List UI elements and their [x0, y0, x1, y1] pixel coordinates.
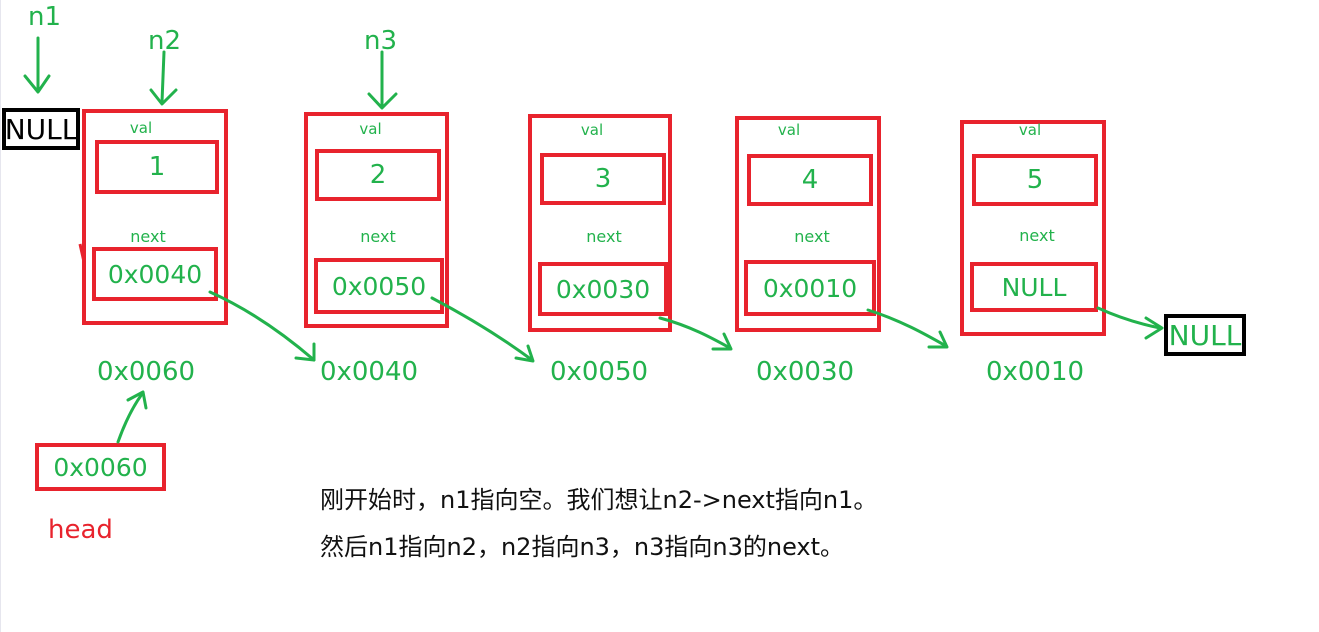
null-box-left: NULL [2, 108, 80, 150]
node-2-next-box: 0x0050 [314, 258, 444, 314]
node-5-val-box: 5 [972, 154, 1098, 206]
node-3-val-box: 3 [540, 153, 666, 205]
node-5-next-label: next [1019, 226, 1055, 245]
node-4-next: 0x0010 [762, 273, 858, 303]
var-n1-label: n1 [28, 2, 62, 32]
node-4-val-box: 4 [747, 154, 873, 206]
node-3-val: 3 [594, 164, 612, 194]
node-1-next-label: next [130, 227, 166, 246]
arrow-head-to-node-1 [116, 390, 148, 444]
list-node-3: val 3 next 0x0030 [528, 114, 672, 332]
node-1-val-label: val [129, 119, 153, 137]
node-1-next-box: 0x0040 [92, 247, 218, 301]
arrow-node-2-next [430, 296, 535, 363]
node-5-val: 5 [1026, 165, 1044, 195]
node-3-val-label: val [580, 121, 604, 139]
arrow-n1-to-null [23, 36, 51, 94]
arrow-n3-to-node-2 [367, 50, 398, 110]
node-5-address: 0x0010 [985, 357, 1085, 387]
node-2-address: 0x0040 [319, 357, 419, 387]
head-pointer-box: 0x0060 [35, 443, 166, 491]
arrow-node-1-next [208, 290, 316, 362]
node-5-val-label: val [1018, 121, 1042, 139]
node-2-val-label: val [359, 120, 382, 138]
node-5-next: NULL [1001, 272, 1067, 302]
null-box-right: NULL [1164, 314, 1246, 356]
arrow-n2-to-node-1 [149, 50, 178, 106]
node-4-val-label: val [777, 121, 801, 139]
node-1-address: 0x0060 [96, 357, 196, 387]
node-1-edge-mark [78, 243, 86, 263]
list-node-2: val 2 next 0x0050 [304, 112, 449, 328]
node-3-address: 0x0050 [549, 357, 649, 387]
arrow-node-4-next [866, 308, 949, 349]
list-node-1: val 1 next 0x0040 [82, 109, 228, 325]
arrow-node-5-next [1096, 306, 1164, 340]
node-4-next-box: 0x0010 [744, 260, 876, 316]
head-pointer-value: 0x0060 [53, 452, 148, 482]
note-line-2: 然后n1指向n2，n2指向n3，n3指向n3的next。 [320, 533, 845, 561]
node-4-address: 0x0030 [755, 357, 855, 387]
left-edge-line [0, 0, 1, 632]
node-2-val-box: 2 [315, 149, 441, 201]
node-2-val: 2 [369, 160, 387, 190]
node-1-next: 0x0040 [107, 259, 203, 289]
node-3-next-label: next [586, 227, 622, 246]
node-2-next: 0x0050 [331, 271, 427, 301]
var-n3-label: n3 [364, 26, 398, 56]
list-node-4: val 4 next 0x0010 [735, 116, 881, 332]
note-line-1: 刚开始时，n1指向空。我们想让n2->next指向n1。 [320, 486, 878, 514]
node-2-next-label: next [360, 227, 396, 246]
head-label: head [48, 515, 113, 545]
node-4-next-label: next [794, 227, 830, 246]
node-3-next: 0x0030 [555, 274, 651, 304]
node-5-next-box: NULL [970, 262, 1098, 312]
node-1-val: 1 [148, 152, 166, 182]
node-3-next-box: 0x0030 [538, 262, 668, 316]
arrow-node-3-next [658, 316, 733, 351]
node-1-val-box: 1 [95, 140, 219, 194]
node-4-val: 4 [801, 165, 819, 195]
list-node-5: val 5 next NULL [960, 120, 1106, 336]
